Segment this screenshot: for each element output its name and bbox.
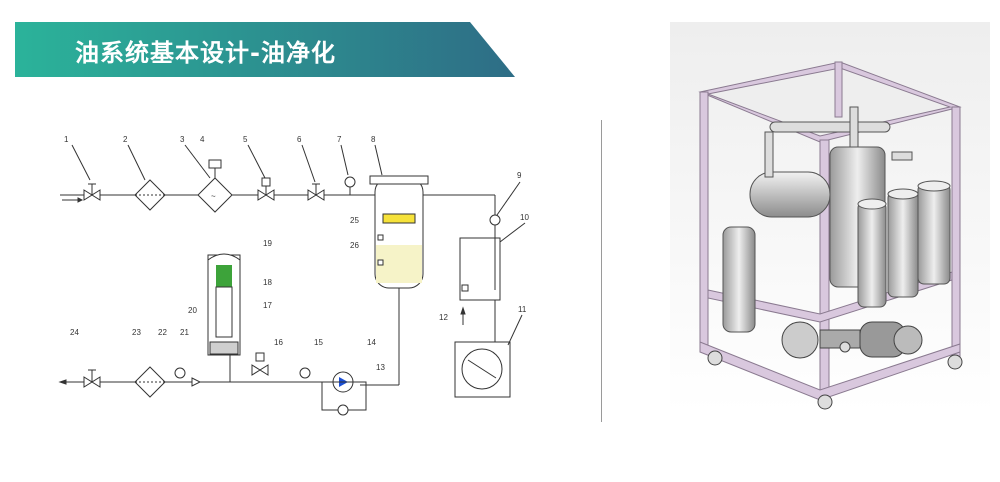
component-label: 8 — [371, 135, 376, 144]
component-label: 22 — [158, 328, 167, 337]
component-label: 13 — [376, 363, 385, 372]
component-label: 10 — [520, 213, 529, 222]
component-label: 16 — [274, 338, 283, 347]
component-label: 17 — [263, 301, 272, 310]
component-label: 21 — [180, 328, 189, 337]
component-label: 5 — [243, 135, 248, 144]
component-label: 3 — [180, 135, 185, 144]
section-divider — [601, 120, 602, 422]
component-label: 20 — [188, 306, 197, 315]
component-label: 24 — [70, 328, 79, 337]
component-label: 25 — [350, 216, 359, 225]
component-label: 19 — [263, 239, 272, 248]
component-label: 12 — [439, 313, 448, 322]
component-label: 6 — [297, 135, 302, 144]
component-label: 26 — [350, 241, 359, 250]
page-title: 油系统基本设计-油净化 — [75, 39, 336, 67]
component-label: 14 — [367, 338, 376, 347]
title-banner — [15, 22, 515, 77]
purifier-3d-render — [670, 22, 990, 412]
component-label: 4 — [200, 135, 205, 144]
component-label: 7 — [337, 135, 342, 144]
component-label: 1 — [64, 135, 69, 144]
component-label: 2 — [123, 135, 128, 144]
component-label: 18 — [263, 278, 272, 287]
oil-purification-schematic: ~ — [58, 135, 529, 416]
component-label: 11 — [518, 305, 527, 314]
component-label: 15 — [314, 338, 323, 347]
component-label: 23 — [132, 328, 141, 337]
svg-text:~: ~ — [211, 192, 216, 201]
component-label: 9 — [517, 171, 522, 180]
